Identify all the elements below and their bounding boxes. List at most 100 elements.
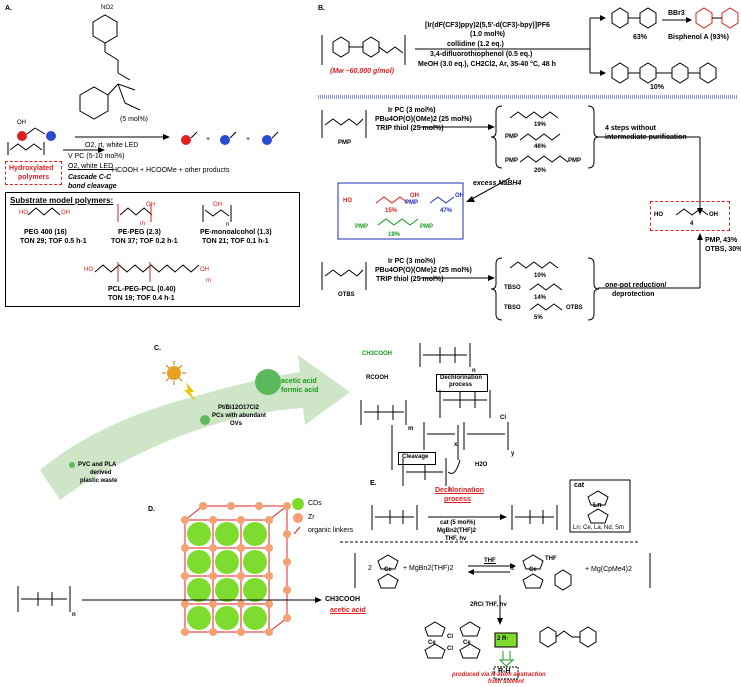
r-radical: 2 R· [497, 636, 509, 642]
linkers-label: organic linkers [308, 527, 354, 534]
otbs-polymer: OTBS [338, 292, 355, 298]
perfluoro-ring [79, 86, 109, 120]
four-diol: 4 [690, 221, 694, 227]
oh-substrate: OH [17, 120, 26, 126]
steps-label: 4 steps without [605, 125, 656, 132]
pepeg-label: PE-PEG (2.3) [118, 229, 161, 236]
ch3cooh-c: CH3COOH [362, 351, 393, 357]
ce-2: Ce [529, 567, 537, 573]
sun-icon [167, 366, 181, 380]
pepeg-ton: TON 37; TOF 0.2 h-1 [111, 238, 178, 245]
pmp-blue: PMP [405, 200, 419, 206]
rcl-e: 2RCl THF, hv [470, 602, 507, 608]
ir-pc-2: Ir PC (3 mol%) [388, 258, 436, 265]
ir-loading: (1.0 mol%) [470, 31, 506, 38]
mgcp-e: + Mg(CpMe4)2 [585, 566, 632, 573]
panel-b-label: B. [318, 5, 325, 12]
plus-1: + [206, 136, 211, 143]
meoh-conditions: MeOH (3.0 eq.), CH2Cl2, Ar, 35-40 °C, 48… [418, 61, 556, 68]
cds-label: CDs [308, 500, 322, 507]
panel-e-label: E. [370, 480, 377, 487]
n-d: n [72, 612, 76, 618]
yield-14: 14% [534, 295, 547, 301]
acetic-acid-c: acetic acid [281, 378, 317, 385]
panel-a-label: A. [5, 5, 12, 12]
onepot-label: one-pot reduction/ [605, 282, 667, 289]
intermediate-label: intermediate purification [605, 134, 687, 141]
catalyst-c-1: Pt/Bi12O17Cl2 [218, 405, 260, 411]
dechlor-c-2: process [449, 382, 473, 388]
substrate-title: Substrate model polymers: [10, 196, 114, 205]
h2o-label: H2O [475, 462, 488, 468]
ce-1: Ce [384, 567, 392, 573]
peg400-label: PEG 400 (16) [24, 229, 67, 236]
dechlor-c-1: Dechlorination [440, 375, 483, 381]
pvc-label-1: PVC and PLA [78, 462, 117, 468]
oh-red: OH [410, 193, 419, 199]
yield-63: 63% [633, 34, 648, 41]
nabh4-label: excess NaBH4 [473, 180, 522, 187]
oh-pcl: OH [200, 267, 209, 273]
two-e: 2 [368, 565, 372, 572]
cat-title: cat [574, 482, 585, 489]
products-a: HCOOH + HCOOMe + other products [112, 167, 230, 174]
yield-19a: 19% [534, 122, 547, 128]
plus-mgbn: + MgBn2(THF)2 [403, 565, 454, 572]
dechlor-box-c [436, 374, 488, 392]
polymers-label: polymers [18, 174, 50, 181]
yield-10b: 10% [534, 273, 547, 279]
thiophenol: 3,4-difluorothiophenol (0.5 eq.) [430, 51, 533, 58]
oh-peg: OH [61, 210, 70, 216]
pvc-label-2: derived [90, 470, 112, 476]
m-pcl: m [206, 278, 211, 284]
thf-arrow: THF [484, 558, 496, 564]
cat-loading-e: cat (5 mol%) [440, 520, 476, 526]
ho-diol: HO [654, 212, 663, 218]
oh-pepeg: OH [146, 202, 155, 208]
dechlor-e: Dechlorination [435, 487, 485, 494]
pemono-ton: TON 21; TOF 0.1 h-1 [202, 238, 269, 245]
pcl-ton: TON 19; TOF 0.4 h-1 [108, 295, 175, 302]
produced-1: produced via H-atom abstraction [452, 672, 546, 678]
m-pepeg: m [140, 221, 145, 227]
yield-20: 20% [534, 168, 547, 174]
n-pemono: n [226, 222, 230, 228]
panel-d-label: D. [148, 506, 155, 513]
rh-label: R-H [498, 668, 511, 675]
pemono-label: PE-monoalcohol (1.3) [200, 229, 272, 236]
oh-blue: OH [455, 193, 464, 199]
no2-label: NO2 [101, 5, 114, 11]
diol-yield-pmp: PMP, 43% [705, 237, 738, 244]
mw-label: (Mw ~60,000 g/mol) [330, 68, 394, 75]
ir-catalyst: [Ir(dF(CF3)ppy)2(5,5'-d(CF3)-bpy)]PF6 [425, 22, 550, 29]
cascade-label: Cascade C-C [68, 174, 112, 181]
pmp-a: PMP [505, 134, 519, 140]
zr-nodes [181, 502, 291, 636]
thf-e-2: THF [545, 556, 557, 562]
ce-4: Ce [463, 640, 471, 646]
n-c: n [472, 368, 476, 374]
formic-acid-c: formic acid [281, 387, 319, 394]
ho-red: HO [343, 198, 352, 204]
pmp-c: PMP [568, 158, 582, 164]
cl-e-2: Cl [447, 646, 453, 652]
hydroxylated-label: Hydroxylated [9, 165, 54, 172]
panel-c-label: C. [154, 345, 161, 352]
rcooh-c: RCOOH [366, 375, 389, 381]
peg400-ton: TON 29; TOF 0.5 h-1 [20, 238, 87, 245]
ln-list: Ln: Ce, La, Nd, Sm [573, 525, 625, 531]
cd-spheres [187, 522, 267, 630]
deprot-label: deprotection [612, 291, 655, 298]
blue-ball [46, 131, 56, 141]
yield-5: 5% [534, 315, 543, 321]
diol-box [650, 201, 730, 231]
produced-2: from solvent [488, 679, 525, 685]
hydroxylated-polymers-box: Hydroxylated polymers [5, 161, 62, 185]
red-ball [17, 131, 27, 141]
pvc-label-3: plastic waste [80, 478, 118, 484]
tbso-a: TBSO [504, 285, 521, 291]
oh-pemono: OH [213, 202, 222, 208]
ln-center: Ln [593, 502, 602, 509]
conditions-a: O2, rt, white LED [85, 142, 139, 149]
yield-47: 47% [440, 208, 453, 214]
